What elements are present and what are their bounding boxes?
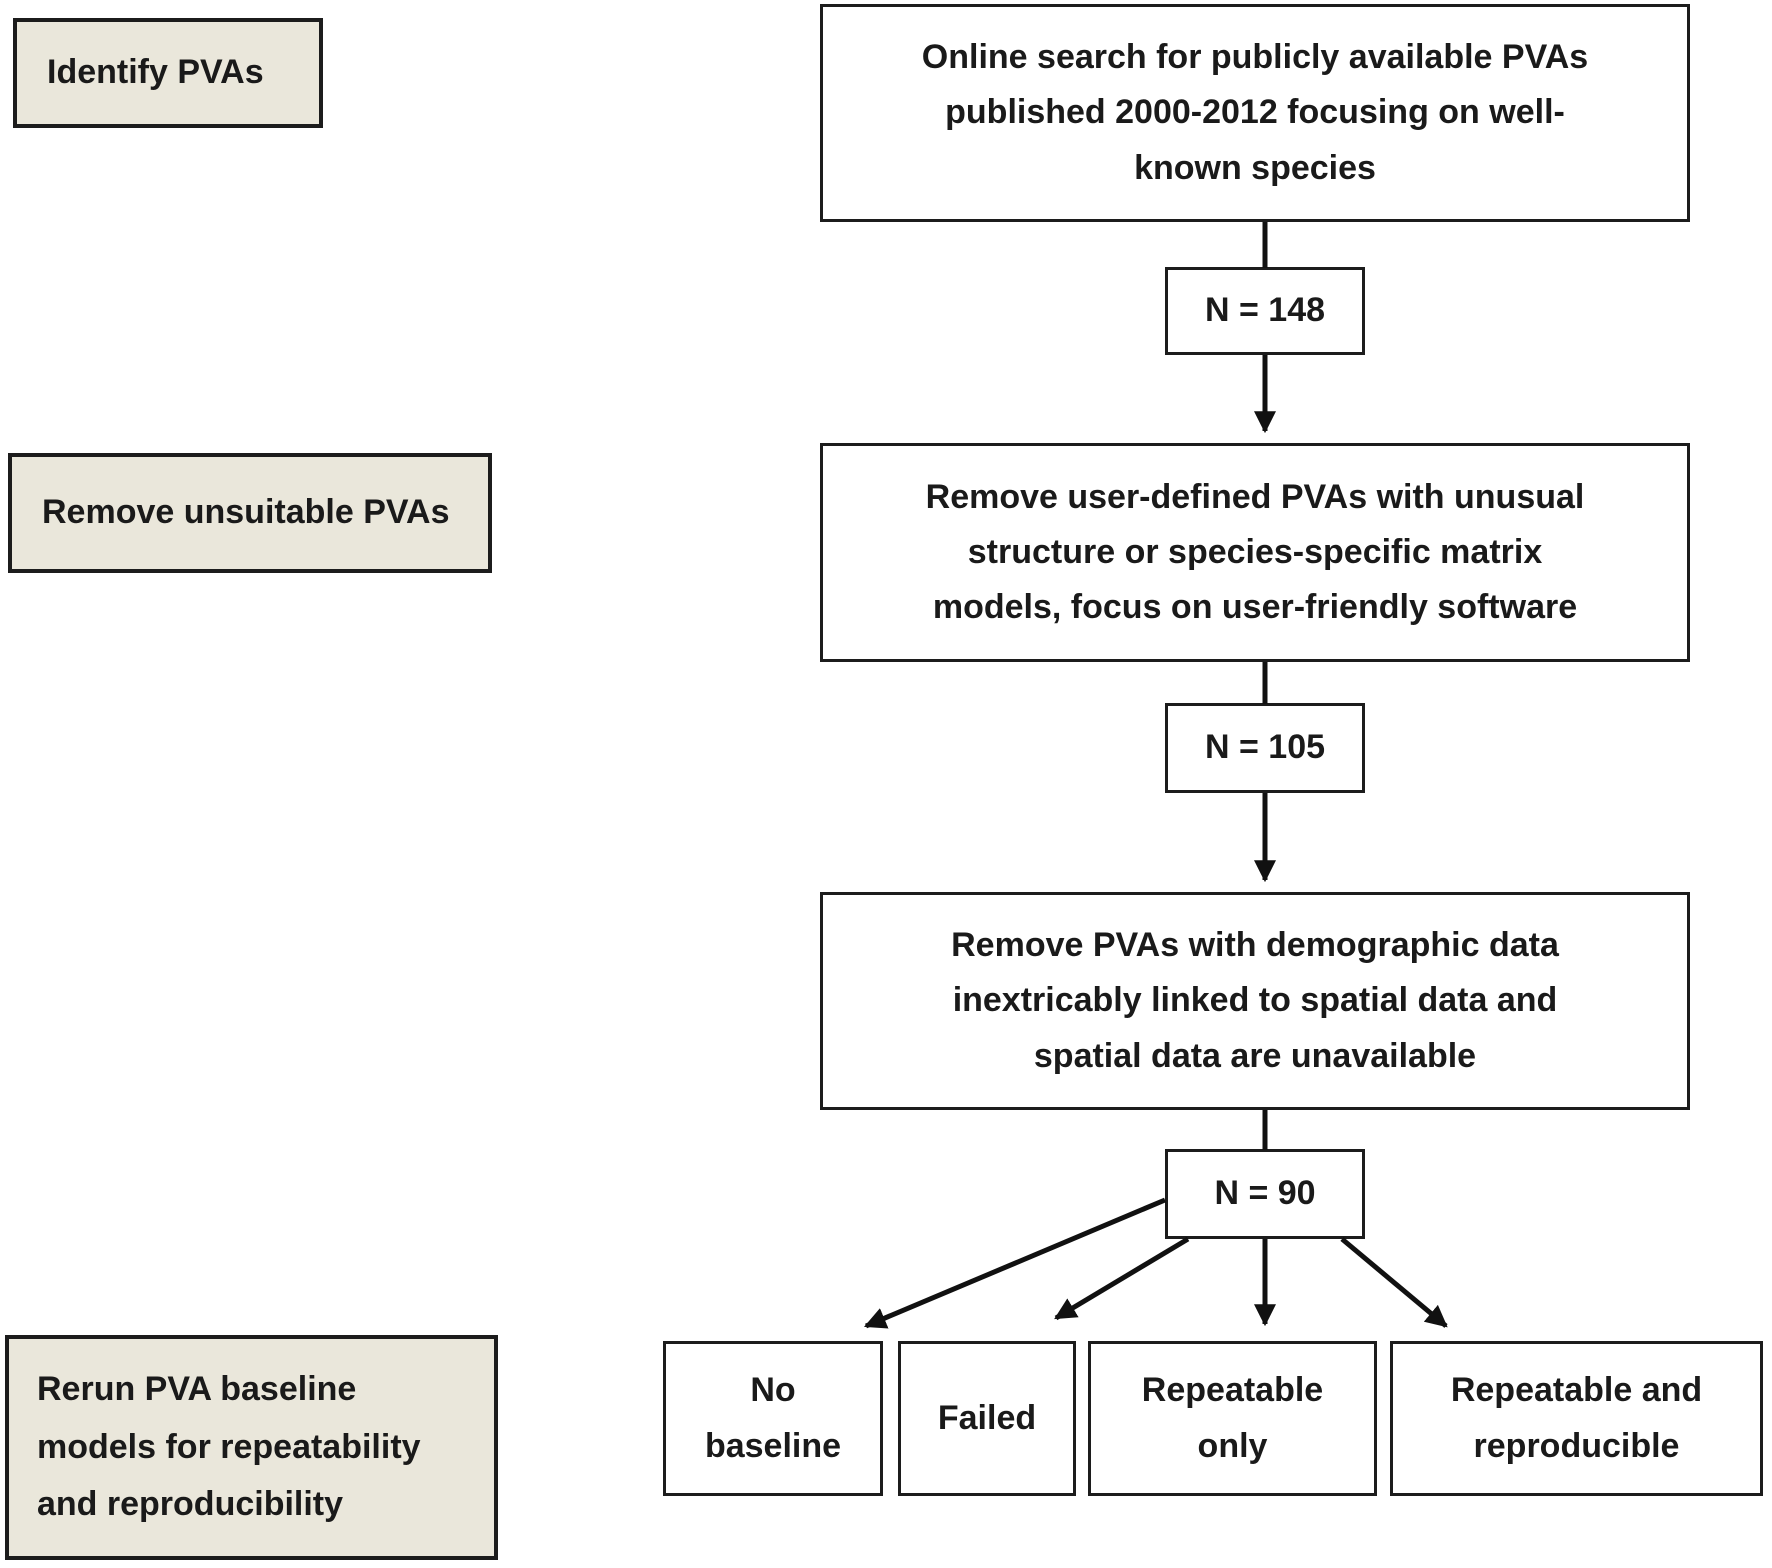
arrow-n90-to-repeatable-reproducible (1340, 1237, 1448, 1328)
stage-remove-unsuitable-pvas: Remove unsuitable PVAs (8, 453, 492, 573)
process-remove-demographic: Remove PVAs with demographic data inextr… (820, 892, 1690, 1110)
stage-identify-pvas-label: Identify PVAs (47, 53, 264, 92)
stage-identify-pvas: Identify PVAs (13, 18, 323, 128)
arrow-n90-to-no-baseline (863, 1197, 1166, 1329)
outcome-repeatable-only: Repeatable only (1088, 1341, 1377, 1496)
arrow-n90-to-failed (1054, 1236, 1190, 1321)
count-n-105: N = 105 (1165, 703, 1365, 793)
count-n-148: N = 148 (1165, 267, 1365, 355)
outcome-repeatable-only-text: Repeatable only (1141, 1371, 1324, 1465)
outcome-repeatable-reproducible-text: Repeatable and reproducible (1450, 1371, 1703, 1465)
count-n-148-text: N = 148 (1204, 291, 1326, 330)
outcome-failed: Failed (898, 1341, 1076, 1496)
process-remove-user-defined-text: Remove user-defined PVAs with unusual st… (925, 477, 1585, 627)
process-online-search: Online search for publicly available PVA… (820, 4, 1690, 222)
count-n-90-text: N = 90 (1214, 1174, 1316, 1213)
process-remove-user-defined: Remove user-defined PVAs with unusual st… (820, 443, 1690, 662)
process-remove-demographic-text: Remove PVAs with demographic data inextr… (951, 926, 1559, 1075)
outcome-failed-text: Failed (937, 1398, 1037, 1437)
outcome-no-baseline: No baseline (663, 1341, 883, 1496)
stage-remove-unsuitable-pvas-label: Remove unsuitable PVAs (42, 493, 450, 532)
outcome-no-baseline-text: No baseline (704, 1371, 842, 1465)
outcome-repeatable-reproducible: Repeatable and reproducible (1390, 1341, 1763, 1496)
stage-rerun-baseline-models-label: Rerun PVA baseline models for repeatabil… (37, 1369, 421, 1524)
count-n-105-text: N = 105 (1204, 728, 1326, 767)
process-online-search-text: Online search for publicly available PVA… (921, 38, 1589, 187)
stage-rerun-baseline-models: Rerun PVA baseline models for repeatabil… (5, 1335, 498, 1560)
count-n-90: N = 90 (1165, 1149, 1365, 1239)
